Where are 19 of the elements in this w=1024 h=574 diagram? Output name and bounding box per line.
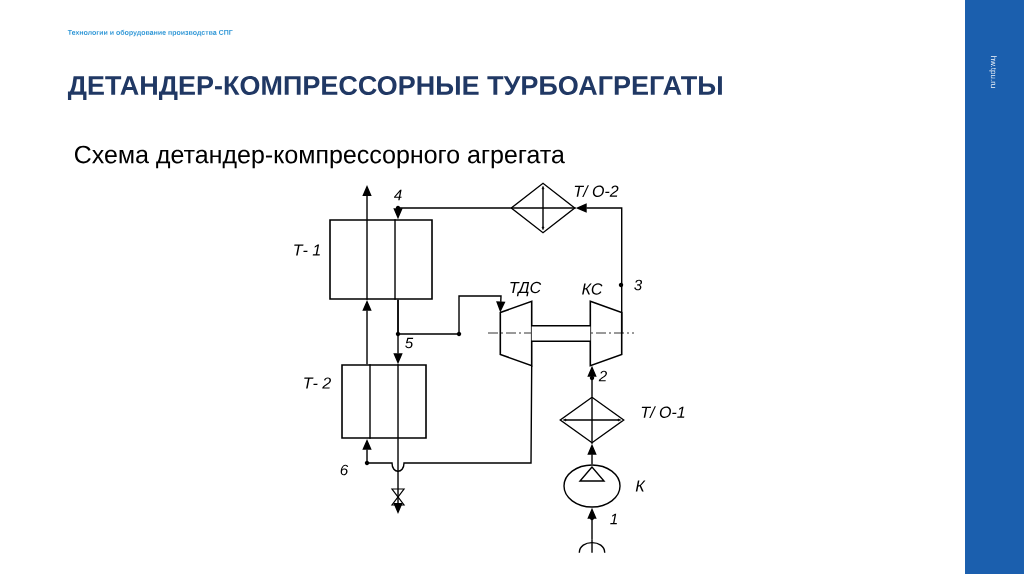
heat-exchanger-box: Т- 1 [294, 218, 433, 301]
point-number: 1 [610, 513, 617, 525]
heat-exchanger-box: Т- 2 [304, 363, 427, 440]
title: ДЕТАНДЕР-КОМПРЕССОРНЫЕ ТУРБОАГРЕГАТЫ [67, 75, 722, 101]
point-number: 3 [634, 279, 643, 291]
node-label: Т- 1 [294, 244, 320, 256]
pipe-arrow [397, 295, 506, 335]
point-number: 4 [393, 189, 402, 201]
point-number: 2 [598, 370, 607, 382]
source-symbol [578, 538, 606, 554]
node-label: Т- 2 [304, 377, 331, 389]
point-number: 5 [405, 337, 414, 349]
node-label: Т/ О-1 [641, 406, 685, 418]
point-number: 6 [340, 464, 349, 476]
web-address: hw.tpu.ru [989, 56, 997, 88]
shaft [531, 325, 591, 342]
subtitle: Схема детандер-компрессорного агрегата [75, 145, 565, 169]
pipe-arrow [362, 365, 533, 472]
node-label: Т/ О-2 [574, 185, 619, 197]
